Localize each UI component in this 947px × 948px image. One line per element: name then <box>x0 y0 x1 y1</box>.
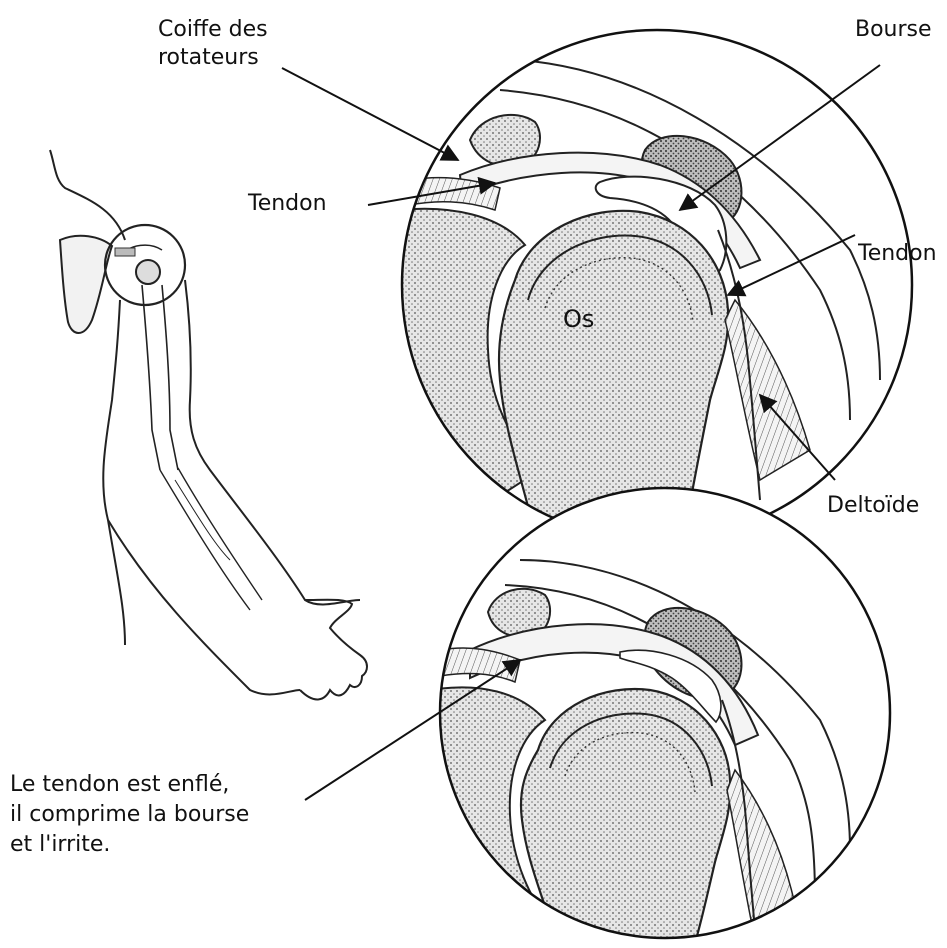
caption-line1: Le tendon est enflé, <box>10 770 249 800</box>
neck-outline <box>50 150 125 240</box>
label-bursa: Bourse <box>855 16 932 44</box>
arrow-rotator-cuff <box>282 68 458 160</box>
scapula <box>60 236 112 333</box>
caption: Le tendon est enflé, il comprime la bour… <box>10 770 249 860</box>
forearm-inner <box>108 520 300 694</box>
hand <box>300 600 367 700</box>
arm-outline-back <box>103 300 125 645</box>
arm-figure <box>50 150 367 699</box>
label-deltoid: Deltoïde <box>827 492 919 520</box>
label-tendon-right: Tendon <box>858 240 947 268</box>
caption-line3: et l'irrite. <box>10 830 249 860</box>
label-bone: Os <box>563 305 594 333</box>
top-zoom <box>400 30 920 560</box>
label-rotator-cuff-line1: Coiffe des <box>158 16 268 44</box>
caption-line2: il comprime la bourse <box>10 800 249 830</box>
label-rotator-cuff: Coiffe des rotateurs <box>158 16 268 72</box>
label-tendon-left: Tendon <box>248 190 327 218</box>
bottom-zoom <box>430 480 910 943</box>
arm-outline-front <box>185 280 360 604</box>
forearm-bones <box>160 468 262 610</box>
humerus <box>142 285 178 470</box>
label-rotator-cuff-line2: rotateurs <box>158 44 268 72</box>
